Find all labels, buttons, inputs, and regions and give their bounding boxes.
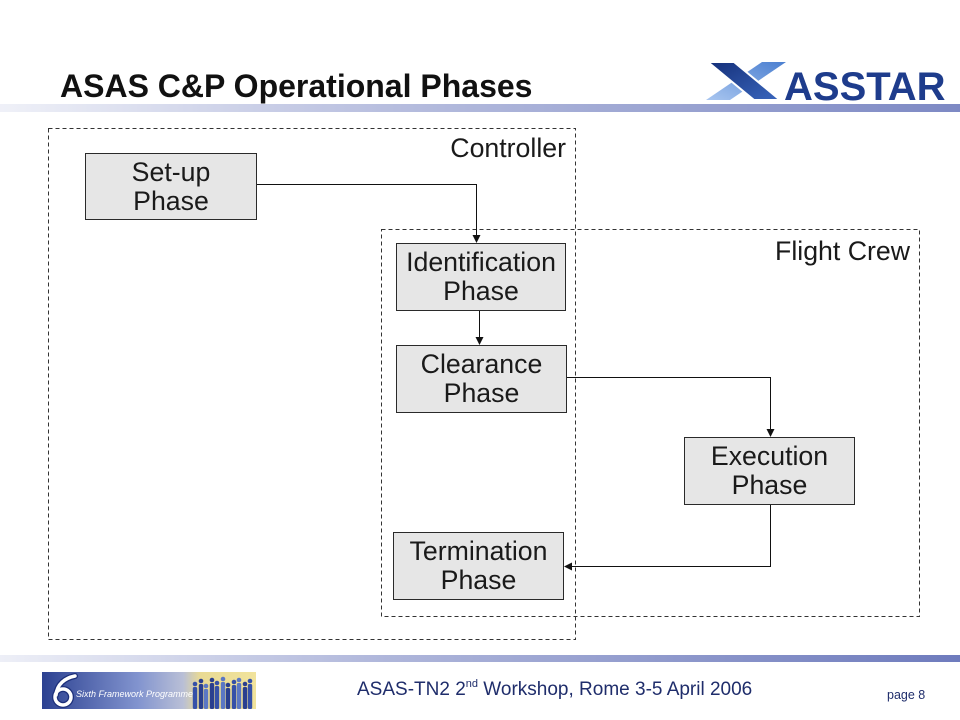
person-figure bbox=[209, 677, 215, 709]
controller-region-label: Controller bbox=[450, 133, 566, 163]
phase-label-line: Execution bbox=[710, 441, 829, 471]
sixth-framework-programme-logo: Sixth Framework Programme bbox=[42, 672, 256, 709]
phase-label-line: Phase bbox=[731, 470, 808, 500]
arrow-setup-to-identification bbox=[257, 184, 481, 243]
page-number: page 8 bbox=[887, 688, 926, 702]
phase-box-identification: Identification Phase bbox=[396, 243, 566, 311]
person-figure bbox=[242, 681, 248, 709]
arrowhead bbox=[472, 235, 481, 243]
person-figure bbox=[203, 683, 209, 709]
connector-line bbox=[567, 377, 771, 430]
arrowhead bbox=[564, 562, 572, 571]
person-figure bbox=[236, 677, 242, 709]
people-figures-icon bbox=[192, 676, 253, 709]
connector-line bbox=[257, 184, 477, 236]
person-figure bbox=[214, 680, 220, 709]
phase-box-termination: Termination Phase bbox=[393, 532, 564, 600]
arrow-execution-to-termination bbox=[564, 505, 771, 571]
asstar-logo: ASSTAR bbox=[705, 61, 946, 106]
phase-label-line: Termination bbox=[409, 536, 548, 566]
person-figure bbox=[225, 682, 231, 709]
phase-label-line: Set-up bbox=[131, 156, 211, 187]
controller-region-border bbox=[48, 128, 576, 640]
person-figure bbox=[198, 678, 204, 709]
flight-crew-region-label: Flight Crew bbox=[775, 236, 910, 266]
programme-logo-text: Sixth Framework Programme bbox=[76, 689, 193, 699]
logo-background bbox=[42, 672, 256, 709]
phase-box-clearance: Clearance Phase bbox=[396, 345, 567, 413]
person-figure bbox=[220, 676, 226, 709]
footer-accent-bar bbox=[0, 655, 960, 662]
header-accent-bar bbox=[0, 104, 960, 112]
person-figure bbox=[247, 678, 253, 709]
arrow-identification-to-clearance bbox=[475, 311, 484, 345]
arrowhead bbox=[475, 337, 484, 345]
phase-label-line: Phase bbox=[443, 276, 519, 306]
person-figure bbox=[231, 679, 237, 709]
phase-label-line: Phase bbox=[443, 378, 520, 408]
arrow-clearance-to-execution bbox=[567, 377, 775, 437]
phase-box-execution: Execution Phase bbox=[684, 437, 855, 505]
logo-x-dark-arm bbox=[705, 61, 783, 101]
person-figure bbox=[192, 681, 198, 709]
phase-box-setup: Set-up Phase bbox=[85, 153, 257, 220]
connector-line bbox=[571, 505, 771, 567]
slide-title: ASAS C&P Operational Phases bbox=[60, 68, 533, 104]
flight-crew-region-border bbox=[381, 229, 920, 617]
footer-event-text-end: Workshop, Rome 3-5 April 2006 bbox=[478, 679, 753, 700]
footer-event-caption: ASAS-TN2 2nd Workshop, Rome 3-5 April 20… bbox=[357, 678, 753, 703]
footer-event-text-start: ASAS-TN2 2 bbox=[357, 679, 466, 700]
phase-label-line: Phase bbox=[133, 185, 209, 216]
logo-wordmark: ASSTAR bbox=[784, 65, 946, 106]
phase-label-line: Identification bbox=[406, 247, 556, 277]
footer-event-superscript: nd bbox=[465, 678, 479, 690]
six-emblem-icon bbox=[52, 673, 78, 708]
arrowhead bbox=[766, 429, 775, 437]
phase-label-line: Phase bbox=[440, 565, 517, 595]
phase-label-line: Clearance bbox=[420, 349, 543, 379]
